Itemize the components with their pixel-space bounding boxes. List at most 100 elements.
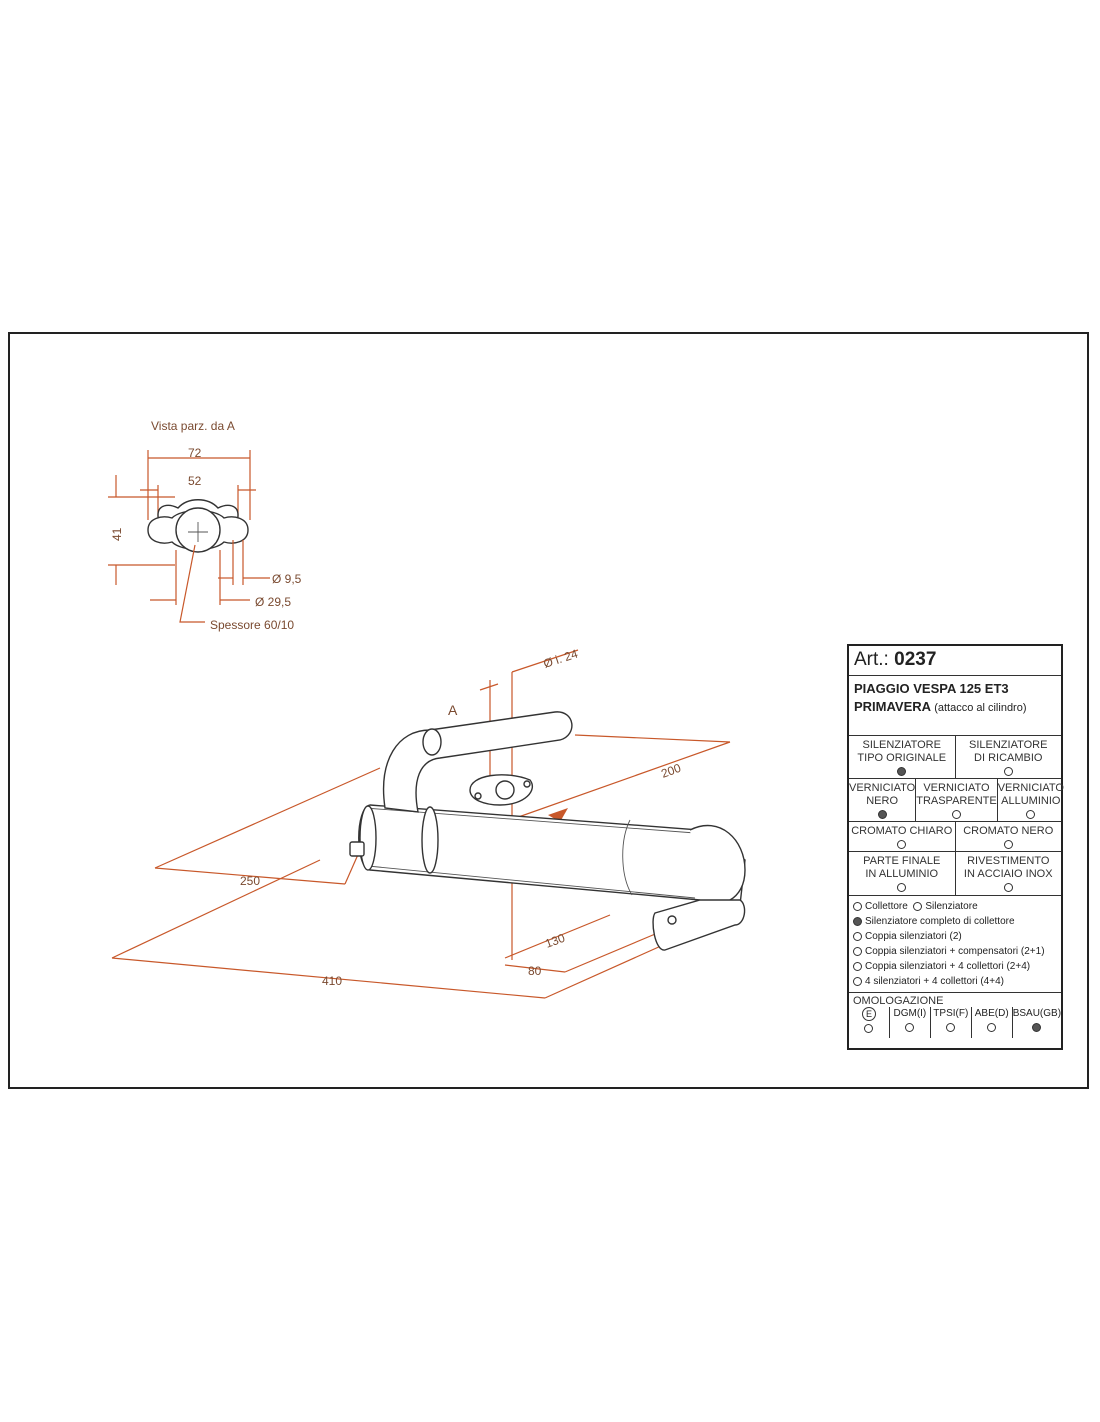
option-label: SILENZIATORE (862, 739, 941, 751)
e-mark-icon: E (861, 1007, 876, 1021)
silenziatore-radio[interactable] (913, 901, 923, 911)
option-line: 4 silenziatori + 4 collettori (4+4) (853, 974, 1057, 989)
option-label: SILENZIATORE (969, 739, 1048, 751)
homologation-option[interactable]: ABE(D) (972, 1007, 1013, 1038)
model-row: PIAGGIO VESPA 125 ET3 PRIMAVERA (attacco… (849, 676, 1061, 736)
model-line-1: PIAGGIO VESPA 125 ET3 (854, 681, 1009, 696)
option-radio[interactable] (877, 809, 887, 819)
muffler-end-cap (359, 805, 377, 871)
article-row: Art.: 0237 (849, 646, 1061, 676)
coppia-comp-radio[interactable] (853, 946, 862, 956)
view-a-top-label: A (448, 702, 458, 718)
dim-line (504, 964, 566, 973)
quattro-radio[interactable] (853, 976, 862, 986)
dim-130-label: 130 (543, 931, 567, 951)
dim-72-label: 72 (188, 446, 202, 460)
flange-bolt (474, 792, 482, 800)
homologation-label: ABE(D) (974, 1008, 1009, 1019)
homologation-option[interactable]: TPSI(F) (931, 1007, 972, 1038)
homologation-radio[interactable] (864, 1023, 874, 1033)
article-number: 0237 (894, 649, 937, 670)
muffler-edge (364, 807, 696, 899)
chrome-row-option[interactable]: CROMATO NERO (956, 822, 1062, 851)
option-label: VERNICIATO (997, 782, 1064, 794)
drawing-frame (8, 332, 1089, 1089)
bracket-bolt (667, 915, 677, 925)
dim-410-label: 410 (322, 974, 342, 988)
silenziatore-label: Silenziatore (925, 901, 978, 912)
dim-bore-label: Ø 29,5 (255, 595, 291, 609)
flange-port (495, 780, 515, 800)
option-label: TRASPARENTE (916, 795, 997, 807)
dim-200-label: 200 (659, 761, 683, 781)
dim-52-label: 52 (188, 474, 202, 488)
option-line: Collettore Silenziatore (853, 899, 1057, 914)
option-label: IN ALLUMINIO (865, 868, 939, 880)
dim-line (574, 734, 731, 743)
option-line: Coppia silenziatori + compensatori (2+1) (853, 944, 1057, 959)
dim-line (111, 859, 321, 959)
dim-line (111, 957, 546, 999)
article-label: Art.: (854, 649, 889, 670)
homologation-radio[interactable] (946, 1022, 956, 1032)
muffler-stub (349, 841, 365, 857)
flange-bolt (523, 780, 531, 788)
homologation-option[interactable]: E (849, 1007, 890, 1038)
mounting-bracket (652, 899, 746, 951)
option-radio[interactable] (1003, 766, 1013, 776)
homologation-label: E (849, 1007, 889, 1022)
homologation-label: BSAU(GB) (1012, 1008, 1062, 1019)
options-list: Collettore Silenziatore Silenziatore com… (849, 896, 1061, 993)
homologation-radio[interactable] (1032, 1022, 1042, 1032)
dim-line (564, 931, 661, 973)
homologation-grid: E DGM(I)TPSI(F)ABE(D)BSAU(GB) (849, 1007, 1061, 1038)
option-radio[interactable] (897, 882, 907, 892)
coppia-coll-label: Coppia silenziatori + 4 collettori (2+4) (865, 961, 1031, 972)
collettore-label: Collettore (865, 901, 908, 912)
homologation-radio[interactable] (905, 1022, 915, 1032)
coppia-radio[interactable] (853, 931, 862, 941)
dim-line (479, 683, 499, 691)
pipe-clamp (422, 728, 442, 756)
model-note: (attacco al cilindro) (934, 702, 1027, 714)
homologation-option[interactable]: BSAU(GB) (1013, 1007, 1061, 1038)
option-line: Coppia silenziatori (2) (853, 929, 1057, 944)
completo-radio[interactable] (853, 916, 862, 926)
dim-250-label: 250 (240, 874, 260, 888)
option-label: RIVESTIMENTO (967, 855, 1050, 867)
option-radio[interactable] (1026, 809, 1036, 819)
option-radio[interactable] (1003, 839, 1013, 849)
coppia-coll-radio[interactable] (853, 961, 862, 971)
option-radio[interactable] (897, 839, 907, 849)
option-label: CROMATO NERO (963, 825, 1054, 837)
chrome-row-option[interactable]: CROMATO CHIARO (849, 822, 956, 851)
option-radio[interactable] (897, 766, 907, 776)
option-label: NERO (866, 795, 898, 807)
homologation-title: OMOLOGAZIONE (853, 995, 944, 1007)
coppia-label: Coppia silenziatori (2) (865, 931, 962, 942)
chrome-row: CROMATO CHIARO CROMATO NERO (849, 822, 1061, 852)
homologation-option[interactable]: DGM(I) (890, 1007, 931, 1038)
leader-line (179, 544, 205, 623)
homologation-radio[interactable] (987, 1022, 997, 1032)
option-radio[interactable] (1003, 882, 1013, 892)
option-radio[interactable] (951, 809, 961, 819)
muffler-view: Ø i. 24 A 200 A 250 410 130 80 (111, 647, 746, 999)
dim-line (511, 649, 579, 673)
option-label: DI RICAMBIO (974, 752, 1043, 764)
dim-inner-dia-label: Ø i. 24 (542, 647, 580, 671)
homologation-section: OMOLOGAZIONE E DGM(I)TPSI(F)ABE(D)BSAU(GB… (849, 993, 1061, 1038)
option-label: IN ACCIAIO INOX (963, 868, 1053, 880)
view-a-arrow-head (548, 808, 568, 822)
dim-line (509, 741, 731, 821)
collettore-radio[interactable] (853, 901, 862, 911)
